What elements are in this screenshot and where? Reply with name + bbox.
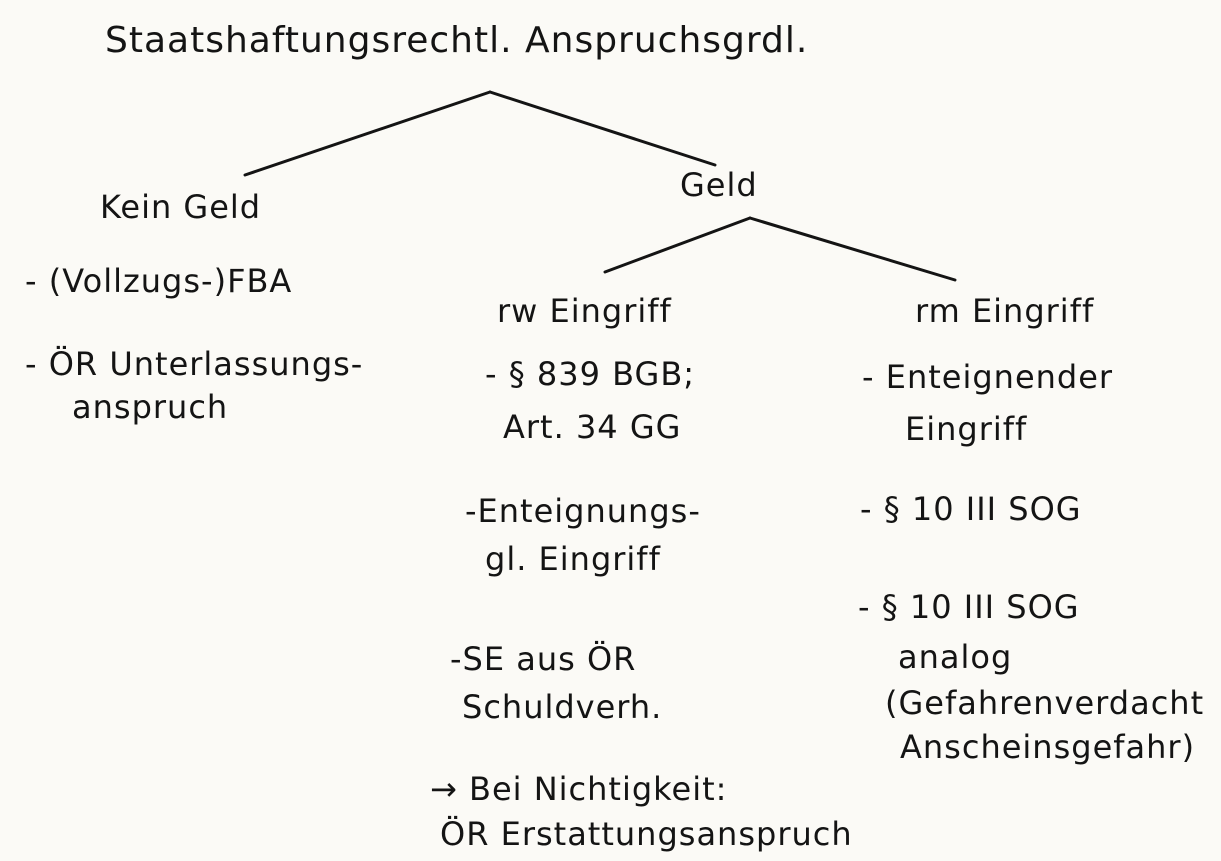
rm-line: - § 10 III SOG [858,588,1080,626]
kein-geld-item: - ÖR Unterlassungs- [25,345,364,383]
branch-line-kein-geld [243,90,492,177]
rm-line: - § 10 III SOG [860,490,1082,528]
rw-note: ÖR Erstattungsanspruch [440,815,853,853]
rw-heading: rw Eingriff [497,292,672,330]
branch-line-geld [488,90,717,167]
kein-geld-item: anspruch [72,388,229,426]
rw-line: - § 839 BGB; [485,355,696,393]
rw-line: -SE aus ÖR [450,640,637,678]
kein-geld-item: - (Vollzugs-)FBA [25,262,293,300]
geld-heading: Geld [680,166,758,204]
branch-line-rm [748,216,957,282]
rm-line: Eingriff [905,410,1028,448]
rw-note: → Bei Nichtigkeit: [430,770,728,808]
diagram-title: Staatshaftungsrechtl. Anspruchsgrdl. [105,20,809,61]
rm-line: analog [898,638,1013,676]
rm-heading: rm Eingriff [915,292,1095,330]
rm-line: (Gefahrenverdacht [885,684,1205,722]
rw-line: -Enteignungs- [465,492,701,530]
rm-line: - Enteignender [862,358,1114,396]
branch-line-rw [603,216,752,274]
rw-line: gl. Eingriff [485,540,661,578]
rm-line: Anscheinsgefahr) [900,728,1196,766]
rw-line: Art. 34 GG [503,408,682,446]
rw-line: Schuldverh. [462,688,663,726]
kein-geld-heading: Kein Geld [100,188,262,226]
